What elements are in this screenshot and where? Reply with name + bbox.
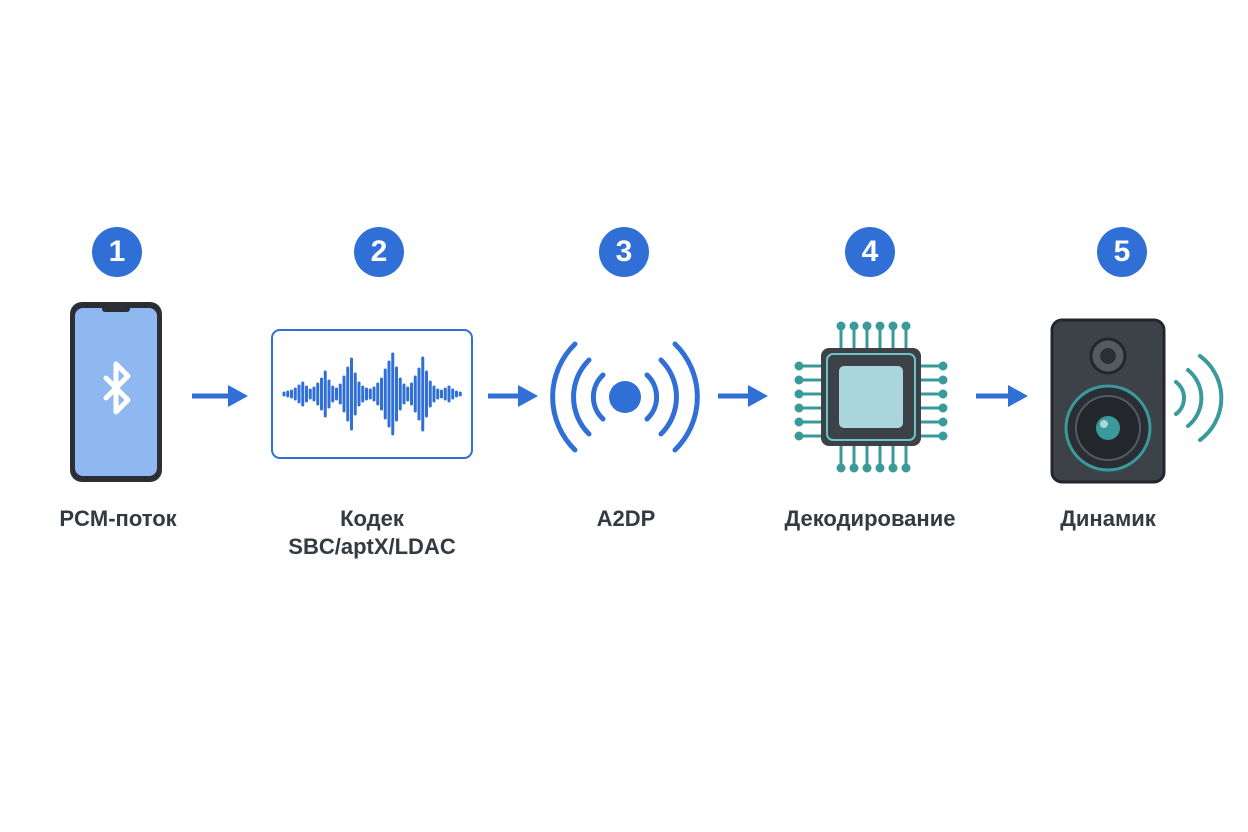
step-label-2: Кодек SBC/aptX/LDAC bbox=[288, 505, 455, 561]
chip-pin-end bbox=[901, 321, 911, 331]
step-label-line: PCM-поток bbox=[59, 506, 177, 531]
step-label-line: Декодирование bbox=[784, 506, 956, 531]
chip-pin-end bbox=[938, 403, 948, 413]
chip-pin-end bbox=[836, 321, 846, 331]
chip-pin-end bbox=[794, 389, 804, 399]
chip-pin-end bbox=[938, 361, 948, 371]
chip-pin-end bbox=[849, 321, 859, 331]
step-label-4: Декодирование bbox=[785, 505, 956, 533]
chip-pin-end bbox=[794, 361, 804, 371]
step-label-5: Динамик bbox=[1060, 505, 1156, 533]
step-label-3: A2DP bbox=[597, 505, 656, 533]
chip-pin-end bbox=[938, 389, 948, 399]
chip-pin-end bbox=[888, 463, 898, 473]
chip-pin-end bbox=[875, 463, 885, 473]
chip-pin-end bbox=[888, 321, 898, 331]
smartphone-bluetooth-icon bbox=[70, 302, 162, 482]
step-label-1: PCM-поток bbox=[59, 505, 176, 533]
chip-pin-end bbox=[862, 321, 872, 331]
chip-pin-end bbox=[794, 375, 804, 385]
waveform-icon bbox=[271, 329, 473, 459]
arrow-right-icon bbox=[488, 385, 538, 407]
chip-icon bbox=[794, 321, 948, 473]
chip-pin-end bbox=[794, 403, 804, 413]
step-label-line: SBC/aptX/LDAC bbox=[288, 534, 456, 559]
step-badge-5: 5 bbox=[1097, 227, 1147, 277]
chip-pin-end bbox=[901, 463, 911, 473]
chip-pin-end bbox=[794, 431, 804, 441]
chip-pin-end bbox=[862, 463, 872, 473]
step-label-line: Кодек bbox=[340, 506, 404, 531]
chip-pin-end bbox=[938, 375, 948, 385]
arrow-right-icon bbox=[192, 385, 248, 407]
chip-pin-end bbox=[836, 463, 846, 473]
step-badge-2: 2 bbox=[354, 227, 404, 277]
chip-pin-end bbox=[849, 463, 859, 473]
chip-pin-end bbox=[938, 431, 948, 441]
step-badge-4: 4 bbox=[845, 227, 895, 277]
step-label-line: Динамик bbox=[1060, 506, 1156, 531]
step-badge-1: 1 bbox=[92, 227, 142, 277]
speaker-icon bbox=[1050, 318, 1224, 484]
arrow-right-icon bbox=[718, 385, 768, 407]
wireless-signal-icon bbox=[550, 341, 700, 453]
step-label-line: A2DP bbox=[596, 506, 656, 531]
arrow-right-icon bbox=[976, 385, 1028, 407]
chip-pin-end bbox=[938, 417, 948, 427]
step-badge-3: 3 bbox=[599, 227, 649, 277]
chip-pin-end bbox=[875, 321, 885, 331]
chip-pin-end bbox=[794, 417, 804, 427]
